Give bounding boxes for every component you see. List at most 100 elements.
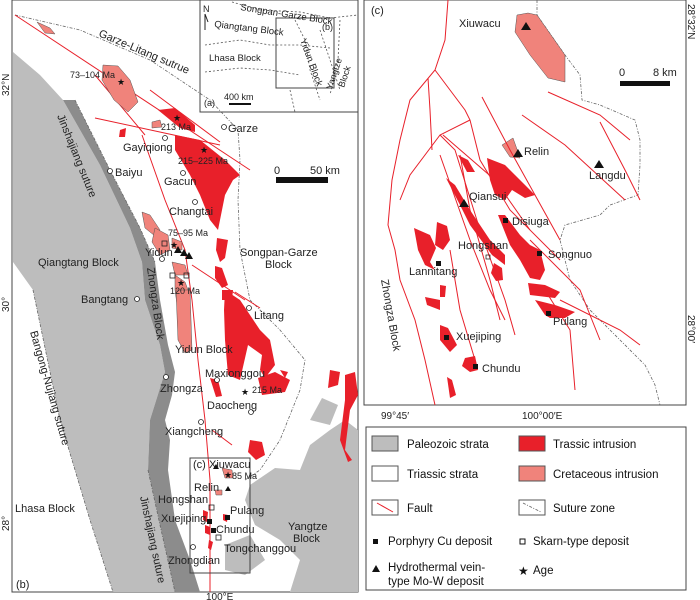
- scale-end: 8 km: [653, 67, 677, 79]
- garze-litang-suture-line: [14, 14, 306, 481]
- fault-swatch-line: [376, 502, 394, 513]
- town-label: Gayiqiong: [123, 142, 173, 154]
- hydrothermal-deposit-icon: [513, 149, 523, 157]
- lon-tick: 99°45′: [381, 411, 409, 422]
- cretaceous-intrusion: [171, 261, 189, 276]
- triassic-intrusion: [119, 128, 126, 137]
- suture-zone-line: [536, 0, 661, 406]
- deposit-label: Langdu: [589, 170, 626, 182]
- age-label: 75–95 Ma: [168, 228, 208, 238]
- porphyry-deposit-icon: [473, 364, 478, 369]
- deposit-label: Pulang: [553, 316, 587, 328]
- yidun-block-label: Yidun Block: [175, 344, 233, 356]
- hydrothermal-deposit-icon: [372, 565, 380, 572]
- scale-end: 50 km: [310, 165, 340, 177]
- inset-c-box: [189, 457, 251, 574]
- legend-label: Cretaceous intrusion: [553, 469, 658, 481]
- triassic-intrusion: [215, 266, 228, 288]
- town-label: Xuejiping: [161, 513, 206, 525]
- triassic-intrusion: [328, 370, 340, 388]
- deposit-label: Chundu: [482, 363, 521, 375]
- town-label: Zhongdian: [168, 555, 220, 567]
- town-label: Tongchanggou: [224, 543, 296, 555]
- cretaceous-intrusion-xiuwacu: [514, 12, 566, 83]
- town-icons: [107, 124, 254, 550]
- cretaceous-intrusion: [101, 64, 139, 113]
- town-label: Maxionggou: [205, 368, 265, 380]
- lhasa-block-label: Lhasa Block: [15, 503, 75, 515]
- scale-zero: 0: [274, 165, 280, 177]
- paleozoic-strata-yangtze: [245, 420, 358, 592]
- town-label: Baiyu: [115, 167, 143, 179]
- lat-tick: 30°: [1, 297, 12, 312]
- skarn-deposit-icon: [519, 538, 526, 545]
- legend-label: Paleozoic strata: [407, 439, 489, 451]
- panel-a-label: (a): [204, 98, 215, 108]
- town-label: Xiuwacu: [209, 459, 251, 471]
- lat-tick: 28°00′: [685, 315, 696, 343]
- lat-tick: 32°N: [1, 74, 12, 96]
- age-label: 73–104 Ma: [70, 70, 115, 80]
- panel-c-faults: [387, 0, 641, 406]
- panel-c-frame: [363, 0, 687, 406]
- triassic-intrusion: [205, 525, 210, 535]
- lon-tick: 100°E: [206, 592, 234, 600]
- porphyry-deposit-icon: [225, 515, 230, 520]
- cretaceous-intrusion: [221, 467, 234, 479]
- town-label: Litang: [254, 310, 284, 322]
- triassic-intrusion: [248, 440, 265, 460]
- panel-a-location-map: N Songpan-Garze Block Qiangtang Block Lh…: [199, 0, 359, 113]
- legend: Paleozoic strata Trassic intrusion Trias…: [365, 426, 687, 591]
- legend-label: Hydrothermal vein-: [388, 562, 485, 574]
- town-label: Garze: [228, 123, 258, 135]
- porphyry-deposit-icon: [537, 251, 542, 256]
- age-label: 215 Ma: [252, 385, 282, 395]
- age-star: ★: [200, 145, 208, 155]
- age-star: ★: [117, 77, 125, 87]
- age-star: ★: [177, 278, 185, 288]
- town-label: Changtai: [169, 206, 213, 218]
- triassic-intrusion: [158, 108, 195, 132]
- deposit-label: Disiuga: [512, 216, 550, 228]
- age-star: ★: [224, 470, 232, 480]
- deposit-label: Qiansui: [469, 191, 506, 203]
- skarn-deposit-icon: [485, 254, 491, 260]
- porphyry-deposit-icon: [211, 528, 216, 533]
- paleozoic-strata-patch: [310, 398, 338, 425]
- legend-label: Skarn-type deposit: [533, 536, 630, 548]
- porphyry-deposit-icon: [436, 261, 441, 266]
- legend-label: Age: [533, 565, 553, 577]
- legend-label: Porphyry Cu deposit: [388, 536, 493, 548]
- porphyry-deposit-icon: [444, 335, 449, 340]
- hydrothermal-deposit-icon: [459, 199, 469, 207]
- fault-line: [211, 429, 233, 446]
- cretaceous-intrusion-swatch: [518, 465, 546, 482]
- legend-label: type Mo-W deposit: [388, 576, 485, 588]
- paleozoic-strata-patch: [225, 535, 265, 575]
- cretaceous-intrusion: [36, 21, 56, 35]
- deposit-label: Hongshan: [458, 240, 508, 252]
- panel-b-label: (b): [16, 579, 29, 591]
- town-label: Pulang: [230, 505, 264, 517]
- qiangtang-inset-label: Qiangtang Block: [214, 19, 285, 38]
- triassic-intrusion: [280, 370, 288, 378]
- cretaceous-intrusion: [151, 119, 163, 129]
- inset-c-label: (c): [193, 459, 206, 471]
- bangong-nujiang-suture-line: [32, 289, 114, 593]
- panel-b-box-label: (b): [322, 22, 333, 32]
- north-arrow-icon: [204, 13, 209, 30]
- cretaceous-intrusion: [171, 237, 183, 251]
- deposit-label: Relin: [524, 146, 549, 158]
- cretaceous-intrusion: [151, 227, 171, 256]
- fault-line: [149, 89, 221, 143]
- town-label: Bangtang: [81, 294, 128, 306]
- triassic-intrusion: [175, 135, 240, 230]
- zhongza-block-dark-strata: [63, 100, 200, 592]
- yangtze-block-label: Yangtze: [288, 521, 328, 533]
- legend-label: Triassic strata: [407, 469, 479, 481]
- porphyry-deposit-icon: [503, 218, 508, 223]
- triassic-intrusion-swatch: [518, 435, 546, 452]
- triassic-intrusion: [258, 372, 290, 395]
- hydrothermal-deposit-icon: [521, 22, 531, 30]
